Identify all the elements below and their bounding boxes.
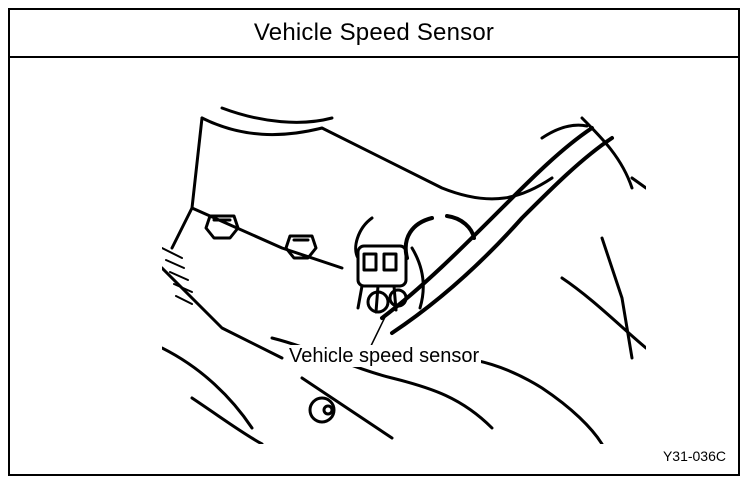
cable-lower [390,136,614,335]
callout-vehicle-speed-sensor: Vehicle speed sensor [287,345,482,367]
bolt-right [284,234,318,260]
title-bar: Vehicle Speed Sensor [10,10,738,58]
ribbed-edge [162,247,193,305]
bolt-left [204,214,240,240]
figure-title: Vehicle Speed Sensor [253,19,495,46]
speed-sensor-connector [356,244,408,314]
round-plug [308,396,336,424]
engine-line-drawing [162,106,646,444]
transmission-housing [200,116,554,201]
figure-code: Y31-036C [662,448,726,464]
hose-elbow [403,214,476,260]
cable-upper [380,126,594,320]
figure-frame: Vehicle Speed Sensor [8,8,740,476]
